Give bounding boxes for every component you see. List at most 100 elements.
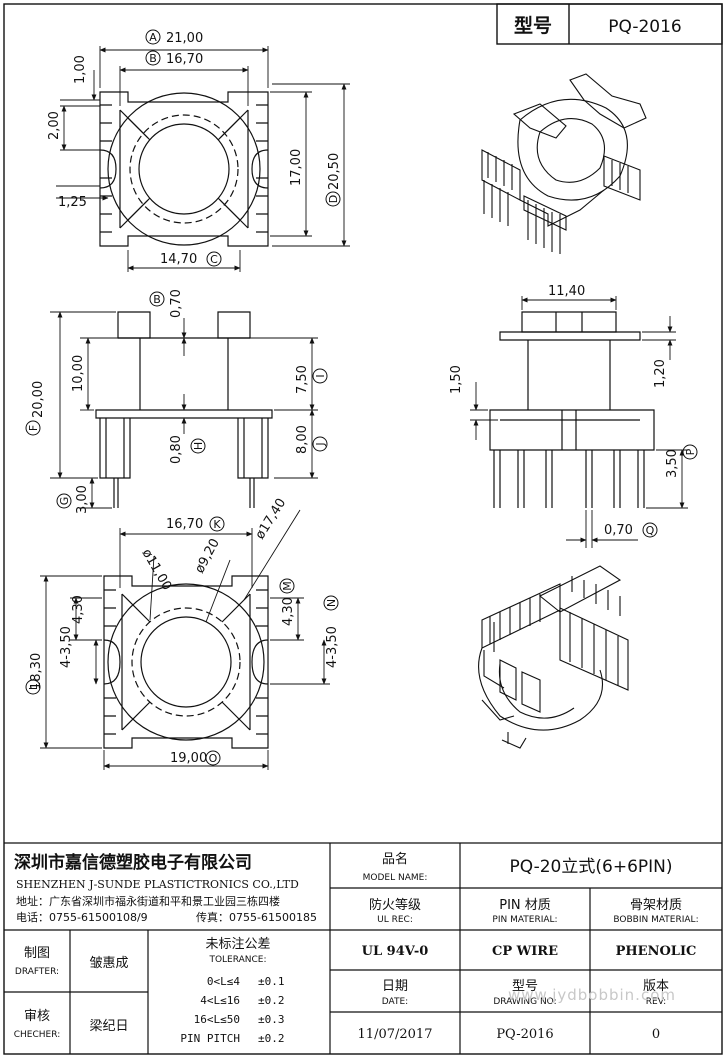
label-J: J <box>314 442 327 446</box>
label-I: I <box>314 374 327 377</box>
label-M: M <box>281 581 294 591</box>
dim-C-value: 14,70 <box>160 252 197 267</box>
drawing-no-cn: 型号 <box>512 979 538 994</box>
material-value-row: UL 94V-0 CP WIRE PHENOLIC <box>362 944 697 959</box>
dim-D-value: 20,50 <box>327 153 342 190</box>
title-value: PQ-2016 <box>608 17 682 37</box>
sheet-border <box>3 3 723 1055</box>
dim-430-right: 4,30 <box>281 597 296 626</box>
bottom-view <box>103 575 269 749</box>
isometric-view-top <box>481 73 647 254</box>
tolerance-value-3: ±0.2 <box>258 1032 285 1045</box>
dim-120: 1,20 <box>653 359 668 388</box>
dim-430-left: 4,30 <box>71 595 86 624</box>
company-fax: 传真：0755-61500185 <box>196 910 317 924</box>
label-G: G <box>58 497 71 506</box>
pin-material-cn: PIN 材质 <box>499 898 551 913</box>
tolerance-value-2: ±0.3 <box>258 1013 285 1026</box>
label-D: D <box>327 195 340 203</box>
drawing-no-en: DRAWING NO: <box>493 997 556 1007</box>
company-phone: 电话：0755-61500108/9 <box>16 911 148 924</box>
company-name-cn: 深圳市嘉信德塑胶电子有限公司 <box>14 852 252 873</box>
checker-en: CHECHER: <box>14 1030 61 1040</box>
bottom-view-dims <box>40 509 330 770</box>
dim-800: 8,00 <box>295 425 310 454</box>
label-A: A <box>149 31 157 44</box>
tolerance-value-1: ±0.2 <box>258 994 285 1007</box>
tolerance-en: TOLERANCE: <box>208 955 266 965</box>
drafter-cn: 制图 <box>24 946 50 961</box>
dim-070-front: 0,70 <box>169 289 184 318</box>
tolerance-range-1: 4<L≤16 <box>200 994 240 1007</box>
dim-1000: 10,00 <box>71 355 86 392</box>
side-view-labels: 11,40 1,50 1,20 3,50 P 0,70 Q <box>449 284 698 538</box>
ul-rec-value: UL 94V-0 <box>362 944 429 959</box>
top-view-dims <box>56 46 350 272</box>
company-name-en: SHENZHEN J-SUNDE PLASTICTRONICS CO.,LTD <box>16 878 299 891</box>
side-view-dims <box>470 296 688 548</box>
label-P: P <box>684 448 697 455</box>
title-box: 型号 PQ-2016 <box>496 3 723 45</box>
tolerance-range-2: 16<L≤50 <box>194 1013 240 1026</box>
label-Q: Q <box>646 524 655 537</box>
bobbin-material-value: PHENOLIC <box>616 944 697 959</box>
tolerance-cn: 未标注公差 <box>205 937 270 952</box>
tolerance-value-0: ±0.1 <box>258 975 285 988</box>
dim-1140: 11,40 <box>548 284 585 299</box>
dim-200-value: 2,00 <box>47 111 62 140</box>
bottom-view-labels: 16,70 K ø11,00 ø9,20 ø17,40 4,30 4-3,50 … <box>25 496 340 766</box>
tolerance-range-3: PIN PITCH <box>180 1032 240 1045</box>
dim-O-value: 19,00 <box>170 751 207 766</box>
side-view <box>489 311 655 508</box>
drafter-en: DRAFTER: <box>15 967 59 977</box>
dim-125-value: 1,25 <box>58 195 87 210</box>
dim-B-value: 16,70 <box>166 52 203 67</box>
tolerance-cell: 未标注公差 TOLERANCE: 0<L≤4 ±0.1 4<L≤16 ±0.2 … <box>180 937 284 1045</box>
label-O: O <box>209 752 218 765</box>
rev-cn: 版本 <box>643 979 669 994</box>
drawing-info-header-row: 日期 DATE: 型号 DRAWING NO: 版本 REV: <box>382 979 669 1007</box>
label-B: B <box>149 52 157 65</box>
dim-350: 3,50 <box>665 449 680 478</box>
drawing-no-value: PQ-2016 <box>496 1027 553 1042</box>
dim-070-side: 0,70 <box>604 523 633 538</box>
date-cn: 日期 <box>382 979 408 994</box>
dim-A-value: 21,00 <box>166 31 203 46</box>
checker-value: 梁纪日 <box>89 1019 128 1034</box>
dim-17-value: 17,00 <box>289 149 304 186</box>
drafter-cell: 制图 DRAFTER: 皱惠成 <box>15 946 129 977</box>
rev-value: 0 <box>652 1027 660 1042</box>
dim-2000: 20,00 <box>31 381 46 418</box>
label-C: C <box>210 253 218 266</box>
model-name-cn: 品名 <box>382 851 408 867</box>
drafter-value: 皱惠成 <box>89 955 128 971</box>
label-B2: B <box>153 293 161 306</box>
title-block <box>4 842 722 1054</box>
material-header-row: 防火等级 UL REC: PIN 材质 PIN MATERIAL: 骨架材质 B… <box>369 897 699 925</box>
top-view-labels: A 21,00 B 16,70 14,70 C 17,00 20,50 D 1,… <box>47 29 342 267</box>
label-F: F <box>27 425 40 431</box>
model-name-en: MODEL NAME: <box>363 873 428 883</box>
company-info: 深圳市嘉信德塑胶电子有限公司 SHENZHEN J-SUNDE PLASTICT… <box>14 852 317 924</box>
dim-750: 7,50 <box>295 365 310 394</box>
label-H: H <box>192 442 205 450</box>
dim-300: 3,00 <box>75 485 90 514</box>
checker-cell: 审核 CHECHER: 梁纪日 <box>14 1009 129 1040</box>
label-N: N <box>325 599 338 607</box>
label-L: L <box>27 683 40 690</box>
dim-4x350-left: 4-3,50 <box>59 626 74 668</box>
bobbin-material-cn: 骨架材质 <box>630 898 682 913</box>
ul-rec-cn: 防火等级 <box>369 897 421 913</box>
date-value: 11/07/2017 <box>358 1027 433 1042</box>
bobbin-material-en: BOBBIN MATERIAL: <box>613 915 698 925</box>
dim-1830: 18,30 <box>29 653 44 690</box>
company-address: 地址：广东省深圳市福永街道和平和景工业园三栋四楼 <box>16 894 280 908</box>
front-view-dims <box>50 311 318 509</box>
label-K: K <box>213 518 221 531</box>
checker-cn: 审核 <box>24 1009 50 1024</box>
ul-rec-en: UL REC: <box>377 915 413 925</box>
rev-en: REV: <box>646 997 666 1007</box>
pin-material-value: CP WIRE <box>492 944 558 959</box>
watermark: www.jydbobbin.com <box>508 986 676 1004</box>
